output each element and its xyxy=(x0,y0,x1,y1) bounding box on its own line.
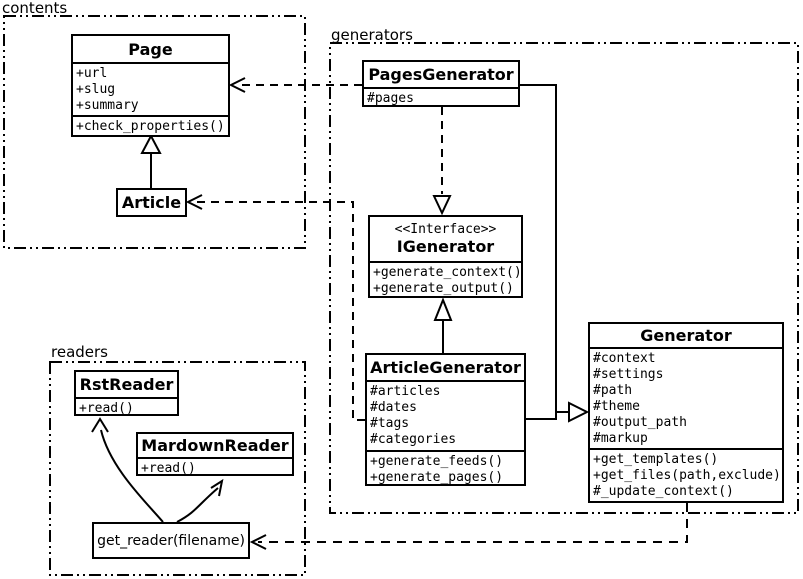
edge-pagesgenerator-generator xyxy=(520,84,569,413)
class-pagesgenerator-attributes: #pages xyxy=(364,87,518,105)
class-member: #context xyxy=(593,351,656,366)
class-markdownreader-methods: +read() xyxy=(138,457,292,474)
inheritance-triangle-generator xyxy=(568,401,590,423)
class-articlegenerator-title: ArticleGenerator xyxy=(370,358,521,377)
class-member: +generate_pages() xyxy=(370,470,504,484)
class-member: +check_properties() xyxy=(76,119,225,134)
package-generators-border xyxy=(329,42,799,514)
class-page-methods: +check_properties() xyxy=(73,115,228,135)
class-member: +generate_output() xyxy=(373,281,514,296)
class-member: #articles xyxy=(370,384,441,399)
class-member: +url xyxy=(76,66,108,81)
class-member: +generate_context() xyxy=(373,265,521,280)
class-member: +summary xyxy=(76,98,139,113)
class-generator-title: Generator xyxy=(640,326,732,345)
edge-articlegenerator-generator xyxy=(526,412,557,420)
class-rstreader-title: RstReader xyxy=(79,375,174,394)
class-generator-methods: +get_templates() +get_files(path,exclude… xyxy=(590,448,782,501)
class-member: #theme xyxy=(593,399,640,414)
edge-getreader-rstreader xyxy=(100,429,164,523)
class-igenerator-title: IGenerator xyxy=(396,236,495,256)
class-igenerator-methods: +generate_context() +generate_output() xyxy=(370,261,521,296)
edge-articlegenerator-article xyxy=(195,201,365,421)
open-arrow-page xyxy=(228,77,246,93)
class-markdownreader: MardownReader +read() xyxy=(136,432,294,476)
class-articlegenerator: ArticleGenerator #articles #dates #tags … xyxy=(365,353,526,486)
class-member: +get_files(path,exclude) xyxy=(593,468,781,483)
class-pagesgenerator: PagesGenerator #pages xyxy=(362,60,520,107)
class-member: +generate_feeds() xyxy=(370,454,504,469)
class-page-attributes: +url +slug +summary xyxy=(73,62,228,115)
class-member: #_update_context() xyxy=(593,484,734,499)
class-generator: Generator #context #settings #path #them… xyxy=(588,322,784,503)
open-arrow-getreader xyxy=(249,534,267,550)
class-member: #categories xyxy=(370,432,457,447)
class-articlegenerator-methods: +generate_feeds() +generate_pages() xyxy=(367,450,524,484)
class-rstreader-methods: +read() xyxy=(76,397,177,414)
class-generator-attributes: #context #settings #path #theme #output_… xyxy=(590,347,782,448)
edge-getreader-markdownreader xyxy=(176,487,219,523)
package-label-generators: generators xyxy=(331,26,413,44)
class-page-title: Page xyxy=(128,39,173,59)
package-label-readers: readers xyxy=(51,343,108,361)
realization-triangle-igenerator-top xyxy=(432,195,452,216)
inheritance-triangle-igenerator-bottom xyxy=(433,297,453,321)
package-label-contents: contents xyxy=(2,0,68,17)
open-arrow-markdownreader xyxy=(210,478,224,497)
class-article-title: Article xyxy=(121,193,182,212)
class-member: +slug xyxy=(76,82,116,97)
class-member: #markup xyxy=(593,431,648,446)
class-igenerator: <<Interface>> IGenerator +generate_conte… xyxy=(368,215,523,298)
class-markdownreader-title: MardownReader xyxy=(141,436,289,455)
class-member: #settings xyxy=(593,367,664,382)
get-reader-label: get_reader(filename) xyxy=(97,532,245,549)
package-readers-border xyxy=(49,361,306,576)
class-member: +read() xyxy=(79,401,134,414)
class-articlegenerator-attributes: #articles #dates #tags #categories xyxy=(367,380,524,450)
class-page: Page +url +slug +summary +check_properti… xyxy=(71,34,230,137)
package-contents-border xyxy=(3,15,306,249)
edge-generator-getreader xyxy=(258,503,688,543)
class-article: Article xyxy=(116,188,187,217)
class-pagesgenerator-title: PagesGenerator xyxy=(368,65,514,84)
class-member: #dates xyxy=(370,400,417,415)
class-rstreader: RstReader +read() xyxy=(74,370,179,416)
class-igenerator-header: <<Interface>> IGenerator xyxy=(370,217,521,261)
class-member: +read() xyxy=(141,461,196,474)
class-member: +get_templates() xyxy=(593,452,719,467)
get-reader-box: get_reader(filename) xyxy=(92,522,250,559)
class-igenerator-stereotype: <<Interface>> xyxy=(394,221,497,237)
open-arrow-rstreader xyxy=(91,417,109,433)
class-member: #pages xyxy=(367,91,414,105)
class-member: #path xyxy=(593,383,633,398)
open-arrow-article xyxy=(185,194,203,210)
class-member: #tags xyxy=(370,416,410,431)
class-member: #output_path xyxy=(593,415,687,430)
inheritance-triangle-page xyxy=(140,133,162,154)
